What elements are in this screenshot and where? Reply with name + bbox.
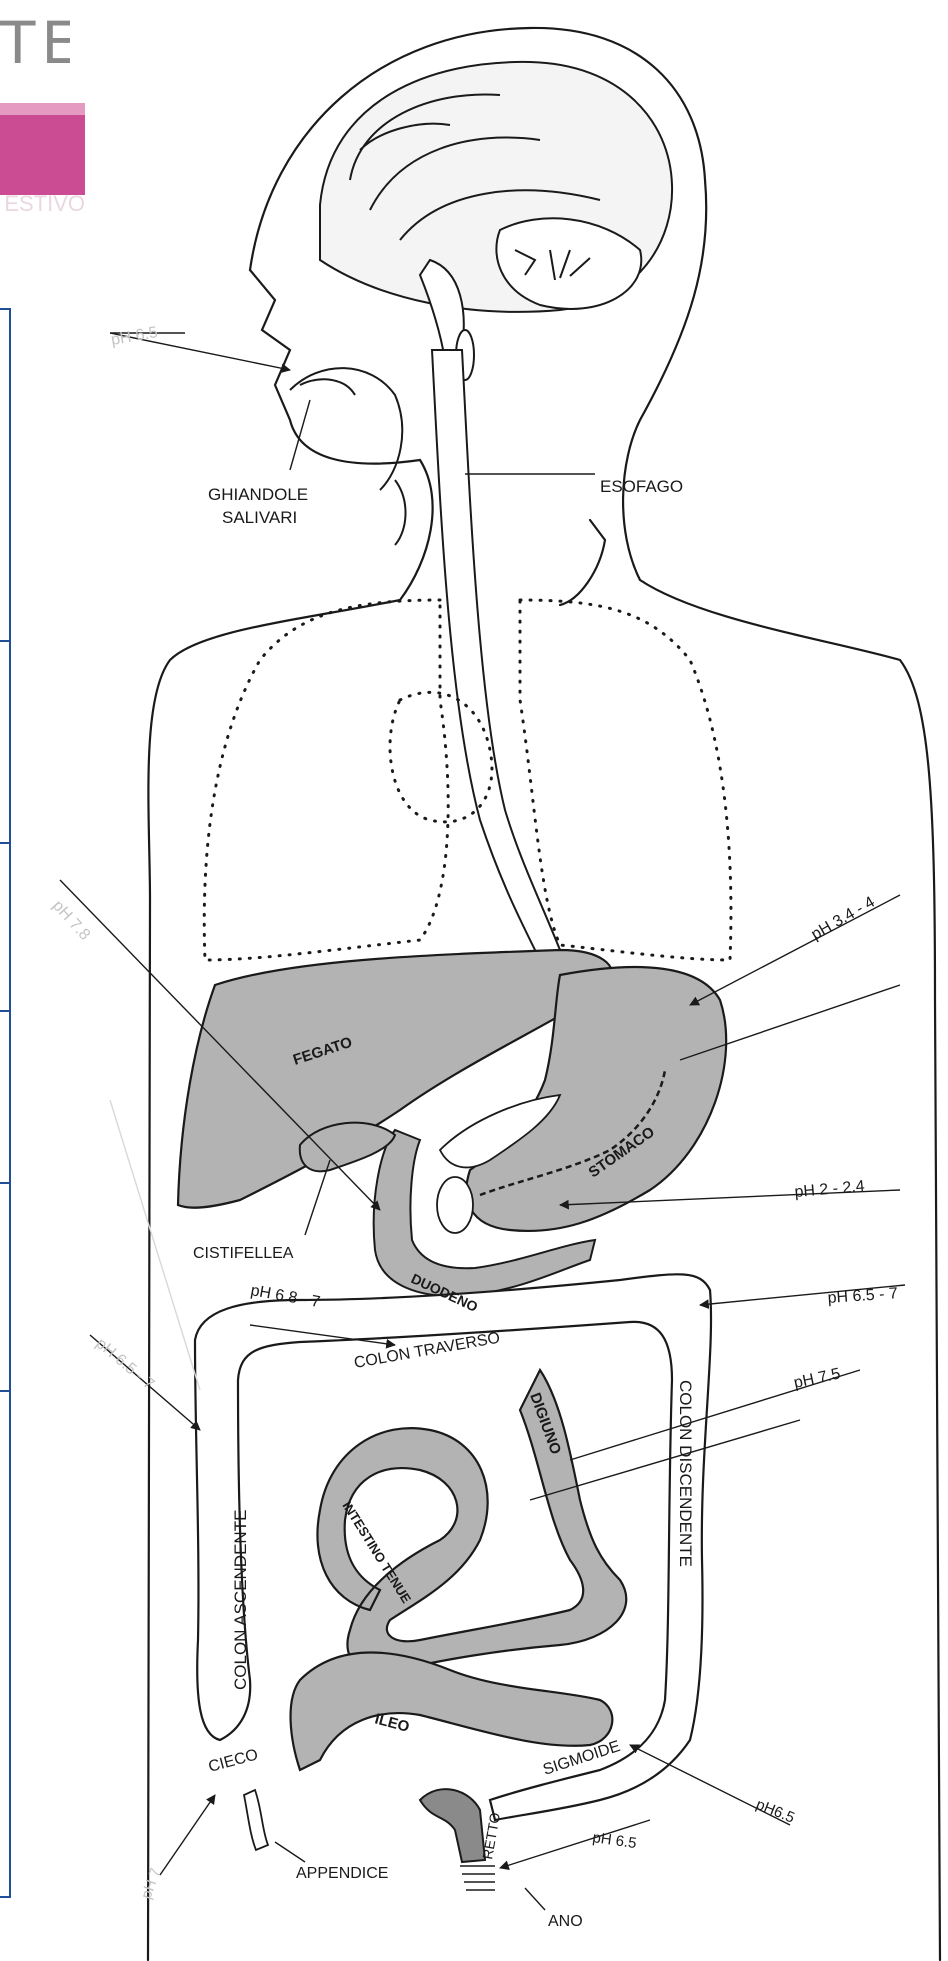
label-retto: RETTO [479,1811,503,1860]
pancreas-head [437,1177,473,1233]
label-cieco: CIECO [207,1746,260,1776]
label-ghiandole-1: GHIANDOLE [208,485,308,504]
label-ph-mouth: pH 6.5 [110,324,159,349]
label-ph-duodeno: pH 2 - 2.4 [794,1178,866,1201]
label-colon-discendente: COLON DISCENDENTE [676,1380,695,1567]
label-esofago: ESOFAGO [600,477,683,496]
rectum [420,1789,485,1862]
label-ph-stomach: pH 3.4 - 4 [809,894,878,944]
label-ph-digiuno: pH 7.5 [792,1365,842,1391]
label-ph-sigmoide: pH6.5 [754,1796,797,1827]
appendix [244,1790,268,1850]
small-intestine [291,1370,627,1770]
esophagus [432,350,560,960]
label-ghiandole-2: SALIVARI [222,508,297,527]
label-colon-ascendente: COLON ASCENDENTE [231,1510,250,1690]
label-ph-liver: pH 7.8 [49,897,93,943]
label-ph-ano: pH 6.5 [591,1829,637,1852]
head-interior [290,62,672,545]
label-ph-ascendente: pH 6.5 - 7 [92,1335,157,1393]
label-ph-cieco: pH 7 [138,1866,165,1902]
label-appendice: APPENDICE [296,1865,388,1882]
label-cistifellea: CISTIFELLEA [193,1245,294,1262]
label-ph-discendente: pH 6.5 - 7 [827,1285,898,1307]
anal-canal [460,1866,495,1890]
label-ano: ANO [548,1913,583,1930]
